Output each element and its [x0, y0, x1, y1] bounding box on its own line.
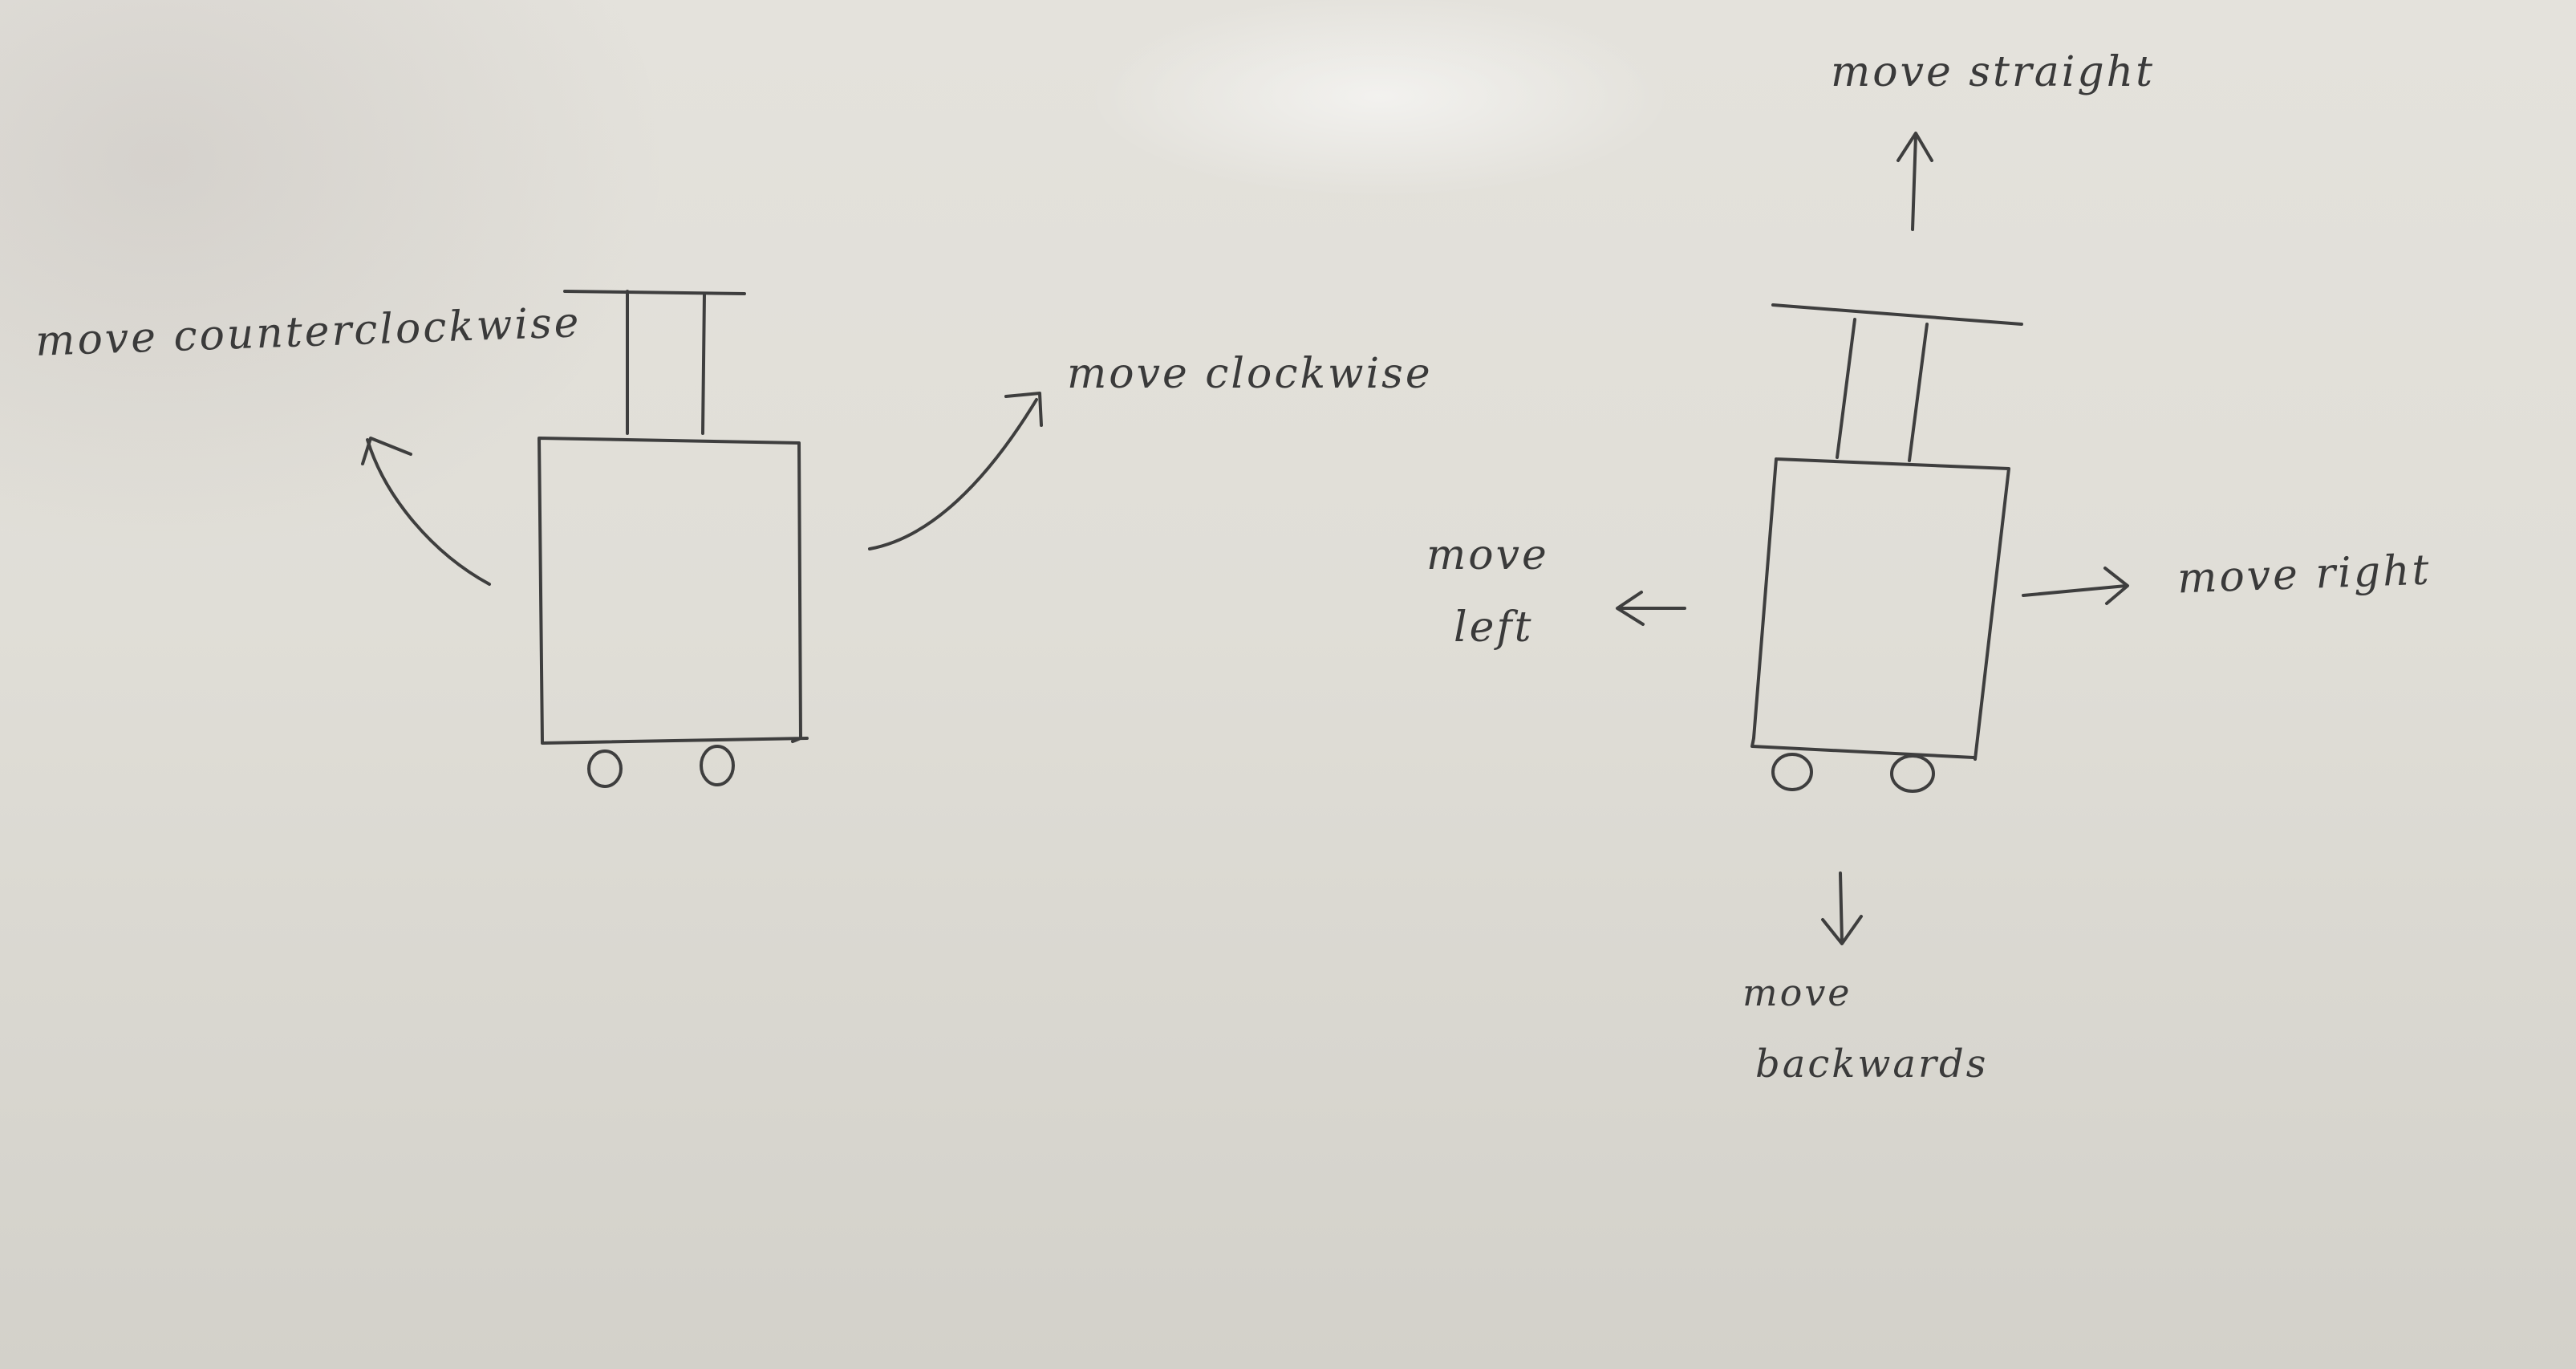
- left-wheel-2: [700, 745, 735, 786]
- left-handle-post-2: [701, 292, 706, 435]
- right-handle-post-1: [1836, 318, 1856, 459]
- right-arrow-shaft: [2022, 584, 2128, 597]
- right-arrow-head: [2103, 567, 2129, 605]
- right-handle-bar: [1771, 303, 2023, 326]
- left-handle-bar: [563, 290, 746, 295]
- straight-arrow-head: [1897, 132, 1933, 162]
- right-luggage-drawing: [1616, 132, 2129, 945]
- right-label: move right: [2176, 546, 2432, 603]
- left-label-line1: move: [1426, 531, 1549, 579]
- straight-arrow-shaft: [1911, 133, 1917, 231]
- left-luggage-body: [538, 437, 809, 745]
- straight-label: move straight: [1831, 48, 2156, 96]
- clockwise-arrow-head: [1004, 392, 1043, 427]
- counterclockwise-arrow-head: [361, 437, 412, 465]
- left-arrow-head: [1616, 591, 1645, 626]
- right-luggage-body: [1750, 457, 2010, 761]
- clockwise-label: move clockwise: [1067, 353, 1433, 395]
- right-handle-post-2: [1908, 323, 1929, 462]
- backwards-label-line1: move: [1742, 971, 1852, 1014]
- right-wheel-2: [1890, 754, 1935, 793]
- left-wheel-1: [587, 749, 623, 788]
- clockwise-arrow-curve: [868, 398, 1038, 550]
- counterclockwise-arrow-curve: [366, 438, 491, 586]
- backwards-label-line2: backwards: [1755, 1042, 1989, 1087]
- left-luggage-drawing: [361, 290, 1043, 788]
- backwards-arrow-shaft: [1839, 871, 1844, 944]
- clockwise-label-text: move clockwise: [1067, 350, 1433, 398]
- left-label-line2: left: [1454, 603, 1534, 652]
- backwards-arrow-head: [1821, 915, 1863, 945]
- right-wheel-1: [1771, 753, 1813, 791]
